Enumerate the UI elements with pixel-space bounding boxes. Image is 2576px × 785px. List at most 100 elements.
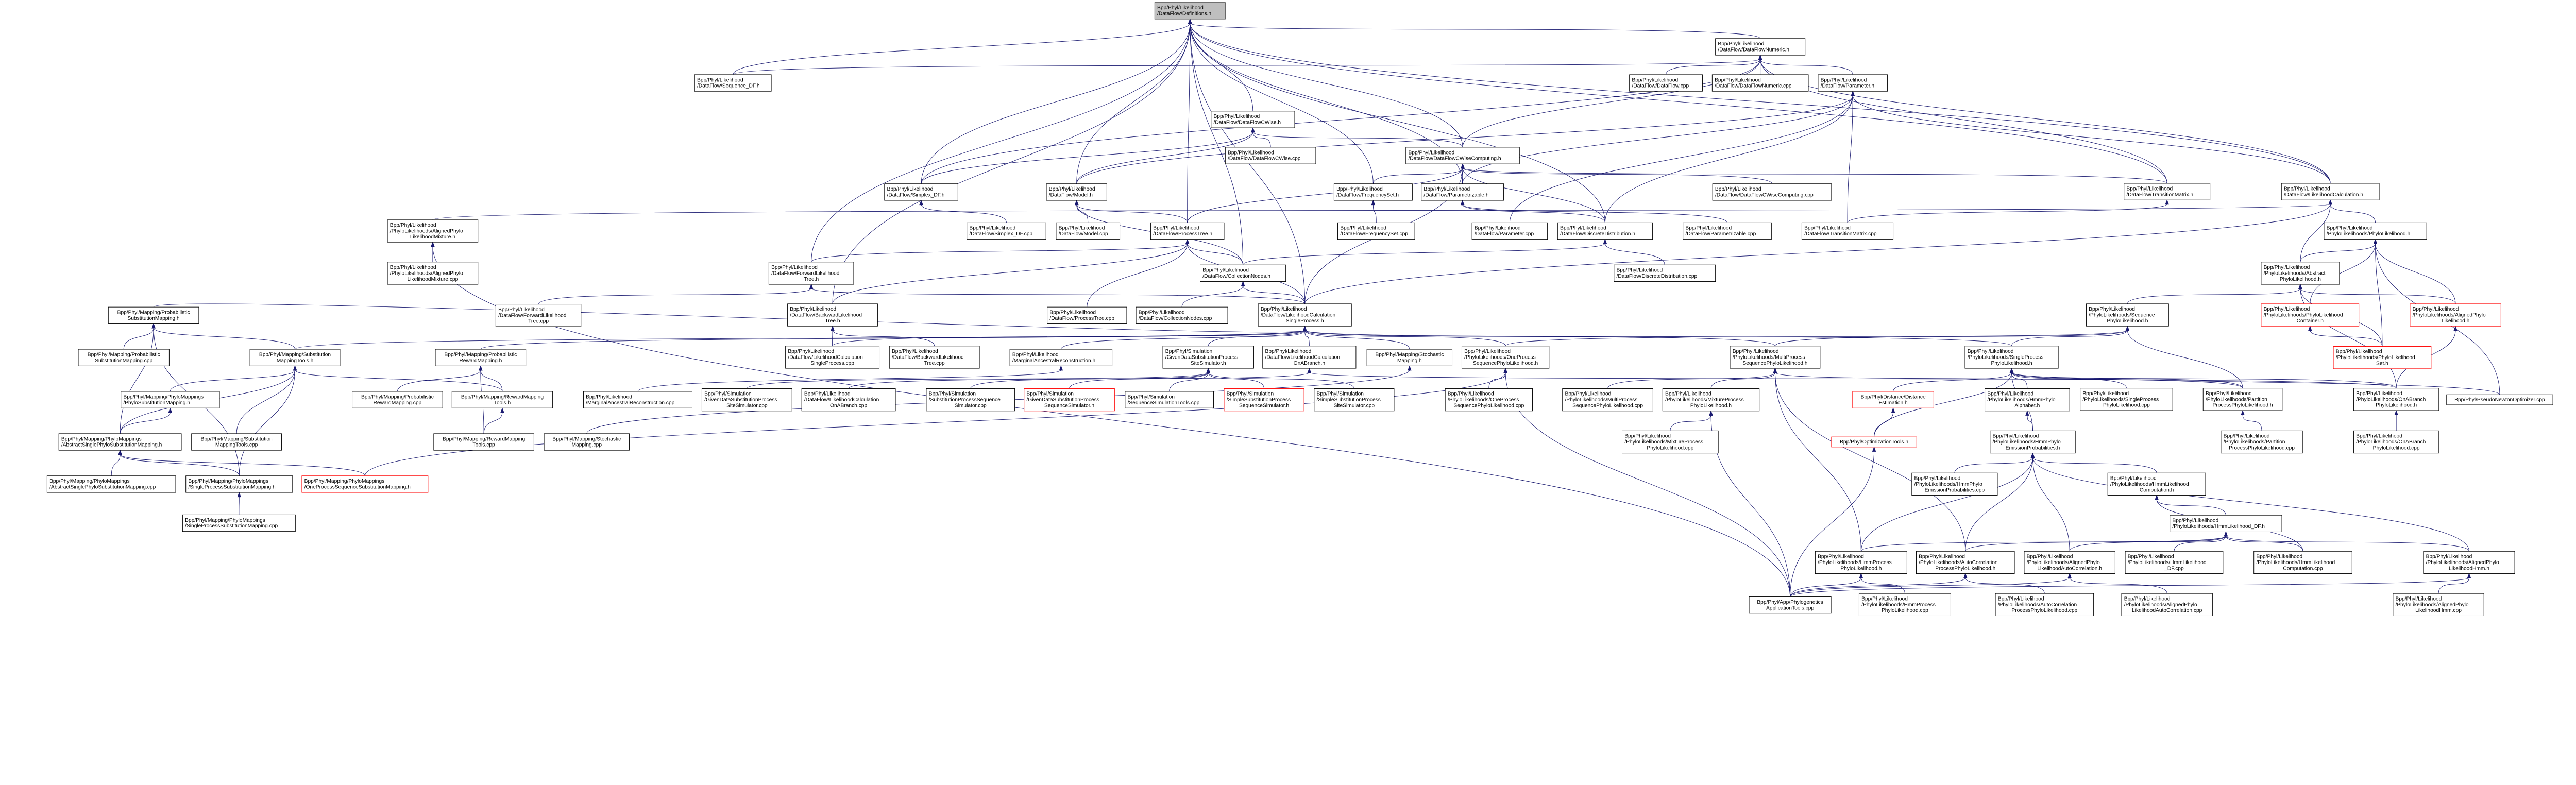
graph-node-mar[interactable]: Bpp/Phyl/Likelihood/MarginalAncestralRec… xyxy=(1009,349,1113,366)
graph-node-gdssitecpp[interactable]: Bpp/Phyl/Simulation/GivenDataSubstitutio… xyxy=(701,388,792,412)
graph-node-freqcpp[interactable]: Bpp/Phyl/Likelihood/DataFlow/FrequencySe… xyxy=(1337,222,1415,240)
graph-node-hmmemcpp[interactable]: Bpp/Phyl/Likelihood/PhyloLikelihoods/Hmm… xyxy=(1911,472,1998,496)
graph-node-aspsmcpp[interactable]: Bpp/Phyl/Mapping/PhyloMappings/AbstractS… xyxy=(46,475,176,493)
graph-node-alhmmcpp[interactable]: Bpp/Phyl/Likelihood/PhyloLikelihoods/Ali… xyxy=(2393,593,2484,616)
graph-node-hmmcompcpp[interactable]: Bpp/Phyl/Likelihood/PhyloLikelihoods/Hmm… xyxy=(2253,551,2352,574)
graph-node-alhmm[interactable]: Bpp/Phyl/Likelihood/PhyloLikelihoods/Ali… xyxy=(2423,551,2515,574)
graph-node-param[interactable]: Bpp/Phyl/Likelihood/DataFlow/Parameter.h xyxy=(1818,74,1888,92)
graph-node-flt[interactable]: Bpp/Phyl/Likelihood/DataFlow/ForwardLike… xyxy=(768,262,854,285)
graph-node-hmmcomp[interactable]: Bpp/Phyl/Likelihood/PhyloLikelihoods/Hmm… xyxy=(2107,472,2206,496)
graph-node-aplmixcpp[interactable]: Bpp/Phyl/Likelihood/PhyloLikelihoods/Ali… xyxy=(387,262,479,285)
graph-node-spsm[interactable]: Bpp/Phyl/Mapping/PhyloMappings/SinglePro… xyxy=(185,475,293,493)
graph-node-prm[interactable]: Bpp/Phyl/Mapping/ProbabilisticRewardMapp… xyxy=(435,349,527,366)
graph-node-dfncpp[interactable]: Bpp/Phyl/Likelihood/DataFlow/DataFlowNum… xyxy=(1711,74,1809,92)
graph-node-mixpcpp[interactable]: Bpp/Phyl/Likelihood/PhyloLikelihoods/Mix… xyxy=(1622,430,1719,454)
graph-node-aplmix[interactable]: Bpp/Phyl/Likelihood/PhyloLikelihoods/Ali… xyxy=(387,219,479,243)
graph-node-lcspcpp[interactable]: Bpp/Phyl/Likelihood/DataFlow/LikelihoodC… xyxy=(785,346,880,369)
graph-node-plcont[interactable]: Bpp/Phyl/Likelihood/PhyloLikelihoods/Phy… xyxy=(2261,303,2360,327)
graph-node-partpcpp[interactable]: Bpp/Phyl/Likelihood/PhyloLikelihoods/Par… xyxy=(2221,430,2303,454)
graph-node-coll[interactable]: Bpp/Phyl/Likelihood/DataFlow/CollectionN… xyxy=(1200,264,1286,282)
graph-node-dfn[interactable]: Bpp/Phyl/Likelihood/DataFlow/DataFlowNum… xyxy=(1715,38,1806,56)
graph-node-cwisecpp[interactable]: Bpp/Phyl/Likelihood/DataFlow/DataFlowCWi… xyxy=(1225,147,1316,164)
graph-node-partp[interactable]: Bpp/Phyl/Likelihood/PhyloLikelihoods/Par… xyxy=(2202,388,2283,411)
graph-node-lcobcpp[interactable]: Bpp/Phyl/Likelihood/DataFlow/LikelihoodC… xyxy=(801,388,896,412)
graph-node-acp[interactable]: Bpp/Phyl/Likelihood/PhyloLikelihoods/Aut… xyxy=(1916,551,2015,574)
graph-node-sspseq[interactable]: Bpp/Phyl/Simulation/SimpleSubstitutionPr… xyxy=(1224,388,1304,412)
graph-node-plset[interactable]: Bpp/Phyl/Likelihood/PhyloLikelihoods/Phy… xyxy=(2333,346,2432,369)
graph-node-prmcpp[interactable]: Bpp/Phyl/Mapping/ProbabilisticRewardMapp… xyxy=(352,391,443,408)
graph-node-hmmem[interactable]: Bpp/Phyl/Likelihood/PhyloLikelihoods/Hmm… xyxy=(1990,430,2076,454)
graph-node-hmmpcpp[interactable]: Bpp/Phyl/Likelihood/PhyloLikelihoods/Hmm… xyxy=(1858,593,1951,616)
graph-node-smt[interactable]: Bpp/Phyl/Mapping/SubstitutionMappingTool… xyxy=(249,349,341,366)
graph-node-model[interactable]: Bpp/Phyl/Likelihood/DataFlow/Model.h xyxy=(1046,183,1107,201)
graph-node-acpcpp[interactable]: Bpp/Phyl/Likelihood/PhyloLikelihoods/Aut… xyxy=(1995,593,2094,616)
graph-node-cwise[interactable]: Bpp/Phyl/Likelihood/DataFlow/DataFlowCWi… xyxy=(1211,111,1295,128)
graph-node-modelcpp[interactable]: Bpp/Phyl/Likelihood/DataFlow/Model.cpp xyxy=(1056,222,1121,240)
graph-node-ddist[interactable]: Bpp/Phyl/Likelihood/DataFlow/DiscreteDis… xyxy=(1557,222,1653,240)
graph-node-marcpp[interactable]: Bpp/Phyl/Likelihood/MarginalAncestralRec… xyxy=(583,391,692,408)
graph-node-mpsp[interactable]: Bpp/Phyl/Likelihood/PhyloLikelihoods/Mul… xyxy=(1730,346,1821,369)
graph-node-hmmp[interactable]: Bpp/Phyl/Likelihood/PhyloLikelihoods/Hmm… xyxy=(1815,551,1907,574)
graph-node-collcpp[interactable]: Bpp/Phyl/Likelihood/DataFlow/CollectionN… xyxy=(1136,306,1228,324)
graph-node-sppcpp[interactable]: Bpp/Phyl/Likelihood/PhyloLikelihoods/Sin… xyxy=(2080,388,2173,411)
graph-node-opssm[interactable]: Bpp/Phyl/Mapping/PhyloMappings/OneProces… xyxy=(301,475,429,493)
graph-node-alaccpp[interactable]: Bpp/Phyl/Likelihood/PhyloLikelihoods/Ali… xyxy=(2121,593,2213,616)
graph-node-oab[interactable]: Bpp/Phyl/Likelihood/PhyloLikelihoods/OnA… xyxy=(2353,388,2439,411)
graph-node-bltcpp[interactable]: Bpp/Phyl/Likelihood/DataFlow/BackwardLik… xyxy=(889,346,980,369)
graph-node-def[interactable]: Bpp/Phyl/Likelihood/DataFlow/Definitions… xyxy=(1154,2,1226,20)
graph-node-sspsitecpp[interactable]: Bpp/Phyl/Simulation/SimpleSubstitutionPr… xyxy=(1314,388,1395,412)
graph-node-freq[interactable]: Bpp/Phyl/Likelihood/DataFlow/FrequencySe… xyxy=(1333,183,1413,201)
graph-node-oabcpp[interactable]: Bpp/Phyl/Likelihood/PhyloLikelihoods/OnA… xyxy=(2353,430,2439,454)
graph-node-gdssite[interactable]: Bpp/Phyl/Simulation/GivenDataSubstitutio… xyxy=(1162,346,1254,369)
graph-node-lcsp[interactable]: Bpp/Phyl/Likelihood/DataFlow/LikelihoodC… xyxy=(1258,303,1352,327)
graph-node-lcalc[interactable]: Bpp/Phyl/Likelihood/DataFlow/LikelihoodC… xyxy=(2281,183,2380,200)
graph-node-simplex[interactable]: Bpp/Phyl/Likelihood/DataFlow/Simplex_DF.… xyxy=(884,183,958,201)
graph-node-paramzcpp[interactable]: Bpp/Phyl/Likelihood/DataFlow/Parametriza… xyxy=(1683,222,1772,240)
graph-node-paramcpp[interactable]: Bpp/Phyl/Likelihood/DataFlow/Parameter.c… xyxy=(1471,222,1548,240)
graph-node-hmmdfcpp[interactable]: Bpp/Phyl/Likelihood/PhyloLikelihoods/Hmm… xyxy=(2125,551,2224,574)
graph-node-pl[interactable]: Bpp/Phyl/Likelihood/PhyloLikelihoods/Phy… xyxy=(2324,222,2427,240)
graph-node-ptreecpp[interactable]: Bpp/Phyl/Likelihood/DataFlow/ProcessTree… xyxy=(1047,306,1127,324)
graph-node-hmmalpha[interactable]: Bpp/Phyl/Likelihood/PhyloLikelihoods/Hmm… xyxy=(1985,388,2070,412)
graph-node-cwc[interactable]: Bpp/Phyl/Likelihood/DataFlow/DataFlowCWi… xyxy=(1405,147,1520,164)
graph-node-smtcpp[interactable]: Bpp/Phyl/Mapping/SubstitutionMappingTool… xyxy=(191,433,282,451)
graph-node-apl[interactable]: Bpp/Phyl/Likelihood/PhyloLikelihoods/Abs… xyxy=(2261,262,2340,285)
graph-node-gdsseq[interactable]: Bpp/Phyl/Simulation/GivenDataSubstitutio… xyxy=(1024,388,1115,412)
graph-node-alac[interactable]: Bpp/Phyl/Likelihood/PhyloLikelihoods/Ali… xyxy=(2024,551,2115,574)
graph-node-psm[interactable]: Bpp/Phyl/Mapping/ProbabilisticSubstituti… xyxy=(108,306,199,324)
graph-node-dfcpp[interactable]: Bpp/Phyl/Likelihood/DataFlow/DataFlow.cp… xyxy=(1629,74,1703,92)
graph-node-hmmdf[interactable]: Bpp/Phyl/Likelihood/PhyloLikelihoods/Hmm… xyxy=(2170,515,2282,532)
graph-node-simplexcpp[interactable]: Bpp/Phyl/Likelihood/DataFlow/Simplex_DF.… xyxy=(967,222,1046,240)
graph-node-fltcpp[interactable]: Bpp/Phyl/Likelihood/DataFlow/ForwardLike… xyxy=(495,304,582,327)
graph-node-psmcpp[interactable]: Bpp/Phyl/Mapping/ProbabilisticSubstituti… xyxy=(78,349,170,366)
graph-node-apptools[interactable]: Bpp/Phyl/App/PhylogeneticsApplicationToo… xyxy=(1749,596,1832,614)
graph-node-tm[interactable]: Bpp/Phyl/Likelihood/DataFlow/TransitionM… xyxy=(2124,183,2211,200)
graph-node-pno[interactable]: Bpp/Phyl/PseudoNewtonOptimizer.cpp xyxy=(2446,394,2553,405)
graph-node-mixp[interactable]: Bpp/Phyl/Likelihood/PhyloLikelihoods/Mix… xyxy=(1662,388,1760,412)
graph-node-alpl[interactable]: Bpp/Phyl/Likelihood/PhyloLikelihoods/Ali… xyxy=(2410,303,2501,327)
graph-node-spsscpp[interactable]: Bpp/Phyl/Simulation/SubstitutionProcessS… xyxy=(926,388,1015,412)
graph-node-seqdf[interactable]: Bpp/Phyl/Likelihood/DataFlow/Sequence_DF… xyxy=(694,74,772,92)
graph-node-phsm[interactable]: Bpp/Phyl/Mapping/PhyloMappings/PhyloSubs… xyxy=(121,391,220,408)
graph-node-spp[interactable]: Bpp/Phyl/Likelihood/PhyloLikelihoods/Sin… xyxy=(1964,346,2059,369)
graph-node-ptree[interactable]: Bpp/Phyl/Likelihood/DataFlow/ProcessTree… xyxy=(1150,222,1225,240)
graph-node-spsmcpp[interactable]: Bpp/Phyl/Mapping/PhyloMappings/SinglePro… xyxy=(182,514,296,532)
graph-node-seqpl[interactable]: Bpp/Phyl/Likelihood/PhyloLikelihoods/Seq… xyxy=(2086,303,2169,327)
graph-node-tmcpp[interactable]: Bpp/Phyl/Likelihood/DataFlow/TransitionM… xyxy=(1801,222,1894,240)
graph-node-ddistcpp[interactable]: Bpp/Phyl/Likelihood/DataFlow/DiscreteDis… xyxy=(1614,264,1716,282)
graph-node-mpspcpp[interactable]: Bpp/Phyl/Likelihood/PhyloLikelihoods/Mul… xyxy=(1562,388,1653,412)
graph-node-opsp[interactable]: Bpp/Phyl/Likelihood/PhyloLikelihoods/One… xyxy=(1461,346,1550,369)
graph-node-paramz[interactable]: Bpp/Phyl/Likelihood/DataFlow/Parametriza… xyxy=(1421,183,1504,201)
graph-node-cwccpp[interactable]: Bpp/Phyl/Likelihood/DataFlow/DataFlowCWi… xyxy=(1712,183,1832,201)
graph-node-opt[interactable]: Bpp/Phyl/OptimizationTools.h xyxy=(1831,436,1917,448)
graph-node-opspcpp[interactable]: Bpp/Phyl/Likelihood/PhyloLikelihoods/One… xyxy=(1445,388,1533,412)
graph-node-aspsm[interactable]: Bpp/Phyl/Mapping/PhyloMappings/AbstractS… xyxy=(58,433,182,451)
graph-node-lcob[interactable]: Bpp/Phyl/Likelihood/DataFlow/LikelihoodC… xyxy=(1262,346,1357,369)
graph-node-sstcpp[interactable]: Bpp/Phyl/Simulation/SequenceSimulationTo… xyxy=(1125,391,1214,408)
graph-node-blt[interactable]: Bpp/Phyl/Likelihood/DataFlow/BackwardLik… xyxy=(787,303,878,327)
